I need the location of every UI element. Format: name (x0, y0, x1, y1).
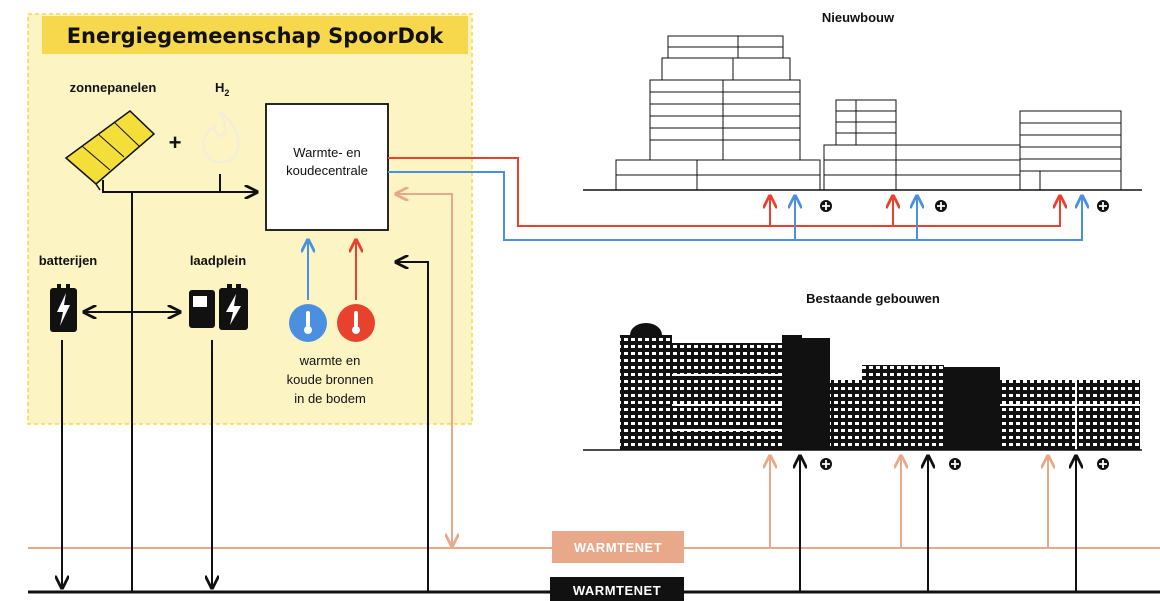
generation-feed-line (102, 174, 257, 192)
solar-panel-icon (64, 110, 156, 191)
power-network-label: WARMTENET (573, 583, 661, 598)
connection-plus-icon (820, 458, 1109, 470)
heat-network-label: WARMTENET (574, 540, 662, 555)
title-banner (42, 16, 468, 54)
hot-supply-line (388, 157, 1060, 227)
community-area (27, 13, 473, 425)
plant-power-supply (396, 262, 429, 592)
existing-buildings (620, 323, 1140, 450)
new-buildings-label: Nieuwbouw (822, 10, 895, 25)
ev-charger-icon (189, 284, 248, 330)
heat-network-label-box (552, 531, 684, 563)
new-buildings (615, 35, 1122, 191)
page-title: Energiegemeenschap SpoorDok (67, 24, 445, 48)
connection-plus-icon (820, 200, 1109, 212)
power-network-label-box (550, 577, 684, 601)
heat-network-exchange (396, 194, 452, 546)
sources-label-line3: in de bodem (294, 391, 366, 406)
plant-label-line2: koudecentrale (286, 163, 368, 178)
existing-buildings-label: Bestaande gebouwen (806, 291, 940, 306)
plus-sign: + (169, 130, 182, 155)
solar-label: zonnepanelen (70, 80, 157, 95)
h2-label: H2 (215, 80, 229, 98)
sources-label-line1: warmte en (299, 353, 361, 368)
thermometer-hot-icon (337, 304, 375, 342)
sources-label-line2: koude bronnen (287, 372, 374, 387)
cold-supply-line (388, 171, 1082, 241)
charging-label: laadplein (190, 253, 246, 268)
heat-cold-plant (265, 103, 389, 231)
battery-icon (50, 284, 77, 332)
thermometer-cold-icon (289, 304, 327, 342)
hydrogen-flame-icon (202, 111, 240, 164)
battery-label: batterijen (39, 253, 98, 268)
plant-label-line1: Warmte- en (293, 145, 360, 160)
